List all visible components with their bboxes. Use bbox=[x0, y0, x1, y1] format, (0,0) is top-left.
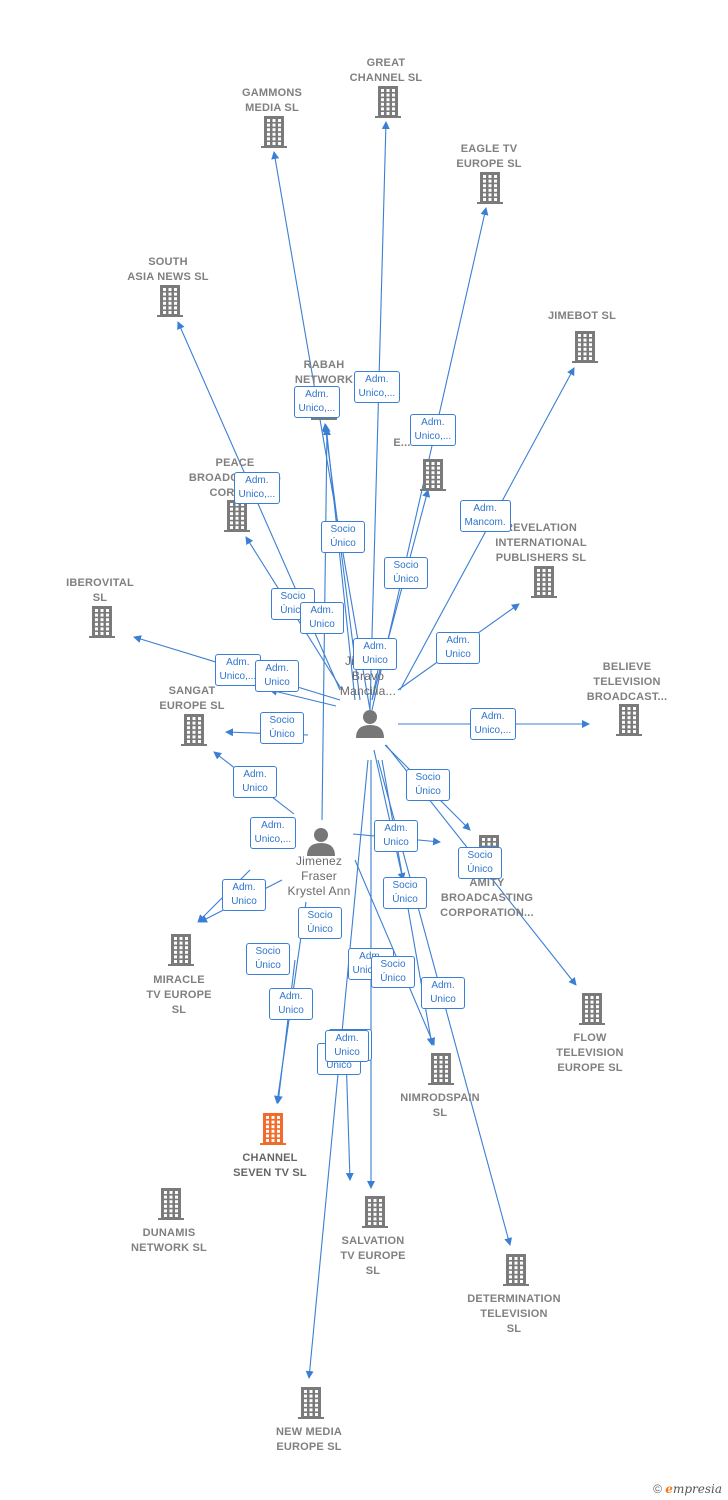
building-icon[interactable] bbox=[168, 934, 194, 966]
person-icon[interactable] bbox=[356, 710, 384, 738]
person-icon[interactable] bbox=[307, 828, 335, 856]
footer-credit: © empresia bbox=[653, 1482, 722, 1496]
building-icon[interactable] bbox=[158, 1188, 184, 1220]
relation-edge bbox=[369, 121, 390, 711]
building-icon[interactable] bbox=[261, 116, 287, 148]
relation-edge bbox=[322, 424, 356, 701]
relation-edge bbox=[269, 687, 337, 707]
relation-badge[interactable]: Adm.Unico,... bbox=[293, 386, 341, 418]
relation-badge[interactable]: Adm.Unico bbox=[255, 660, 299, 692]
building-icon[interactable] bbox=[420, 459, 446, 491]
building-icon[interactable] bbox=[181, 714, 207, 746]
relation-badge[interactable]: Adm.Unico bbox=[300, 602, 344, 634]
empresia-logo[interactable]: empresia bbox=[665, 1482, 722, 1496]
relation-badge[interactable]: Adm.Unico bbox=[325, 1030, 369, 1062]
company-label[interactable]: E... bbox=[393, 437, 411, 449]
relation-edge bbox=[345, 1053, 354, 1181]
copyright-symbol: © bbox=[653, 1482, 662, 1496]
relation-badge[interactable]: Adm.Unico bbox=[233, 766, 277, 798]
building-icon[interactable] bbox=[375, 86, 401, 118]
building-icon[interactable] bbox=[477, 172, 503, 204]
building-icon[interactable] bbox=[572, 331, 598, 363]
relation-badge[interactable]: Adm.Unico,... bbox=[233, 472, 281, 504]
building-icon[interactable] bbox=[298, 1387, 324, 1419]
building-icon[interactable] bbox=[579, 993, 605, 1025]
relation-badge[interactable]: Adm.Unico bbox=[421, 977, 465, 1009]
building-icon[interactable] bbox=[362, 1196, 388, 1228]
relation-badge[interactable]: Adm.Unico bbox=[436, 632, 480, 664]
relation-badge[interactable]: Adm.Unico,... bbox=[249, 817, 297, 849]
relation-badge[interactable]: Adm.Unico bbox=[222, 879, 266, 911]
relation-badge[interactable]: Adm.Mancom. bbox=[459, 500, 511, 532]
building-icon[interactable] bbox=[428, 1053, 454, 1085]
building-icon[interactable] bbox=[503, 1254, 529, 1286]
relation-edge bbox=[354, 859, 435, 1046]
building-icon[interactable] bbox=[157, 285, 183, 317]
relation-badge[interactable]: Adm.Unico,... bbox=[469, 708, 517, 740]
building-icon[interactable] bbox=[224, 500, 250, 532]
relation-edge bbox=[274, 959, 296, 1104]
relation-badge[interactable]: Adm.Unico,... bbox=[409, 414, 457, 446]
relation-badge[interactable]: Adm.Unico,... bbox=[353, 371, 401, 403]
building-icon[interactable] bbox=[531, 566, 557, 598]
relation-badge[interactable]: Adm.Unico bbox=[269, 988, 313, 1020]
company-label[interactable]: JIMEBOT SL bbox=[547, 310, 616, 322]
building-icon[interactable] bbox=[260, 1113, 286, 1145]
building-icon[interactable] bbox=[89, 606, 115, 638]
relation-edge bbox=[373, 749, 406, 881]
building-icon[interactable] bbox=[616, 704, 642, 736]
relation-badge[interactable]: Adm.Unico bbox=[374, 820, 418, 852]
relation-badge[interactable]: Adm.Unico bbox=[353, 638, 397, 670]
